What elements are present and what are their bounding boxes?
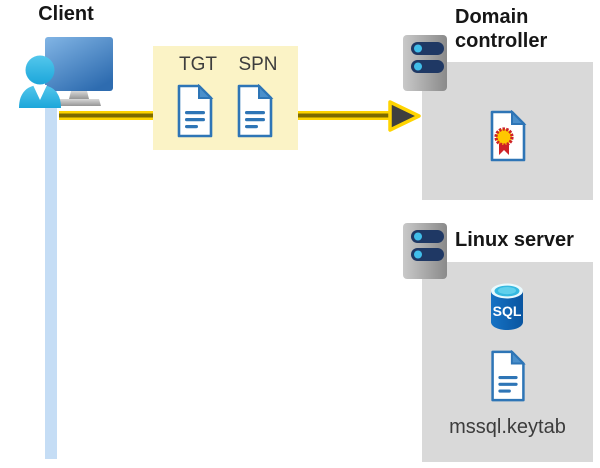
keytab-label: mssql.keytab [449,416,566,438]
client-connection-line [45,88,57,459]
monitor-user-icon [19,37,113,108]
arrowhead-icon [388,100,421,132]
linux-server-label: Linux server [455,229,574,251]
tgt-label: TGT [179,54,217,75]
spn-document-icon [237,84,274,138]
domain-controller-label: Domain controller [455,6,548,52]
certificate-icon [490,110,527,162]
sql-database-icon: SQL [491,283,523,330]
linux-server-icon [403,223,447,279]
sql-icon-label: SQL [493,303,522,319]
tgt-document-icon [177,84,214,138]
spn-label: SPN [238,54,278,75]
ticket-box: TGT SPN [153,46,298,150]
keytab-document-icon [491,350,526,402]
client-label: Client [38,3,94,25]
domain-controller-server-icon [403,35,447,91]
